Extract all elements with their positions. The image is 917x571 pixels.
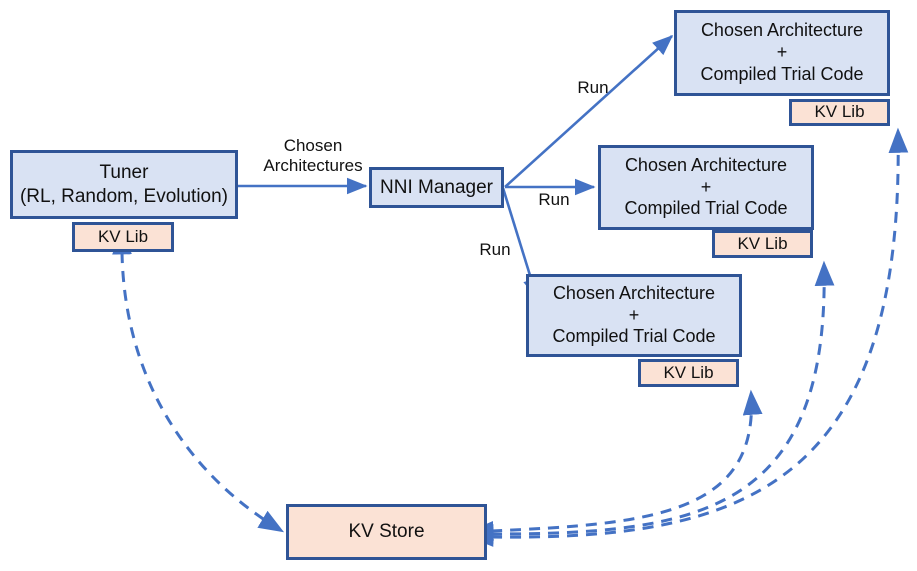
node-tuner[interactable]: Tuner (RL, Random, Evolution)	[10, 150, 238, 219]
edge-label-chosen-architectures: Chosen Architectures	[263, 136, 363, 176]
node-trial-bottom-kv-lib[interactable]: KV Lib	[638, 359, 739, 387]
node-nni-manager[interactable]: NNI Manager	[369, 167, 504, 208]
edge-label-run-middle: Run	[538, 190, 570, 209]
node-trial-bottom[interactable]: Chosen Architecture + Compiled Trial Cod…	[526, 274, 742, 357]
node-kv-store[interactable]: KV Store	[286, 504, 487, 560]
node-trial-top-kv-lib[interactable]: KV Lib	[789, 99, 890, 126]
node-trial-middle[interactable]: Chosen Architecture + Compiled Trial Cod…	[598, 145, 814, 230]
edge-label-run-bottom: Run	[479, 240, 511, 259]
node-tuner-kv-lib[interactable]: KV Lib	[72, 222, 174, 252]
node-trial-top[interactable]: Chosen Architecture + Compiled Trial Cod…	[674, 10, 890, 96]
edge-kv-store-to-trial-bottom-kv-lib	[468, 389, 763, 541]
edge-label-run-top: Run	[577, 78, 609, 97]
edge-tuner-kv-lib-to-kv-store	[112, 229, 285, 533]
edge-kv-store-to-trial-top-kv-lib	[468, 127, 909, 547]
node-trial-middle-kv-lib[interactable]: KV Lib	[712, 230, 813, 258]
